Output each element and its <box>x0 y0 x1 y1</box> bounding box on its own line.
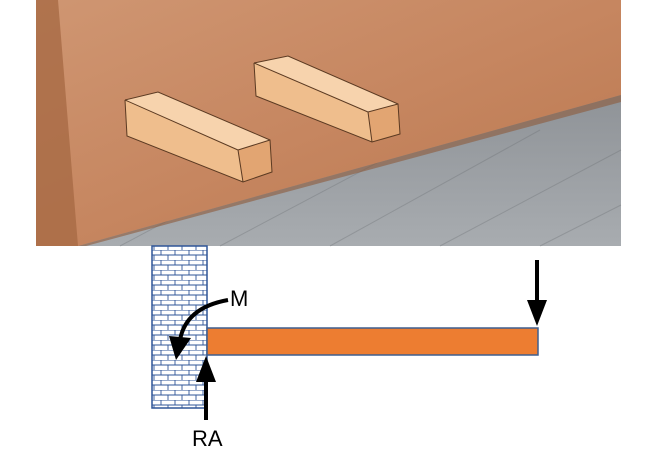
point-load-arrow <box>527 260 547 326</box>
moment-arrow <box>169 298 229 360</box>
board-edge <box>36 0 78 246</box>
beam-diagram: M RA <box>151 245 547 451</box>
wooden-peg-left <box>124 91 273 183</box>
fixed-wall-support <box>151 245 208 409</box>
board-bottom-edge <box>78 95 621 246</box>
reaction-label: RA <box>192 426 223 451</box>
reaction-force-arrow <box>196 356 216 420</box>
cantilever-beam <box>206 327 539 356</box>
moment-label: M <box>230 286 248 311</box>
wooden-peg-right <box>253 55 401 143</box>
photo-scene <box>36 0 622 247</box>
